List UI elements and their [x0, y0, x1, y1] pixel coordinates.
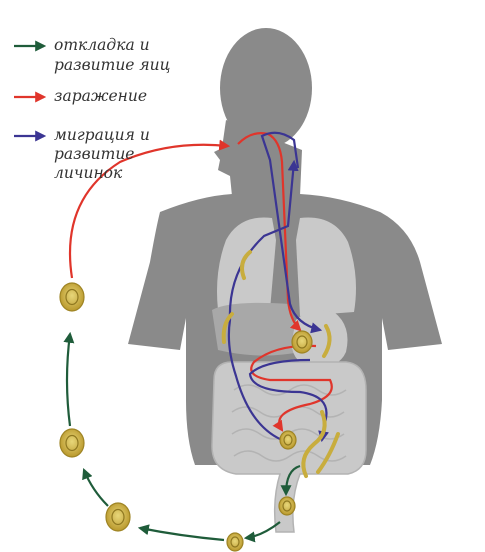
- green-egg-cycle: [63, 331, 301, 543]
- red-gut-path: [250, 344, 333, 432]
- lungs: [217, 217, 356, 316]
- blue-throat-path: [260, 131, 323, 334]
- legend: откладка и развитие яиц заражение миграц…: [14, 36, 170, 182]
- legend-migration-line-1: миграция и: [54, 126, 150, 144]
- legend-item-infection: заражение: [14, 87, 147, 105]
- legend-infection-line-1: заражение: [54, 87, 147, 105]
- blue-gut-path: [248, 358, 329, 443]
- legend-item-eggs: откладка и развитие яиц: [14, 36, 170, 74]
- red-infection-arc: [68, 139, 231, 279]
- legend-migration-line-2: развитие: [54, 145, 134, 163]
- larva-icon: [221, 250, 340, 478]
- legend-eggs-line-1: откладка и: [54, 36, 150, 54]
- legend-eggs-line-2: развитие яиц: [54, 56, 170, 74]
- red-esophagus-path: [237, 132, 302, 332]
- legend-item-migration: миграция и развитие личинок: [14, 126, 150, 182]
- egg-icon: [59, 282, 313, 552]
- legend-migration-line-3: личинок: [54, 164, 123, 182]
- liver: [212, 302, 300, 356]
